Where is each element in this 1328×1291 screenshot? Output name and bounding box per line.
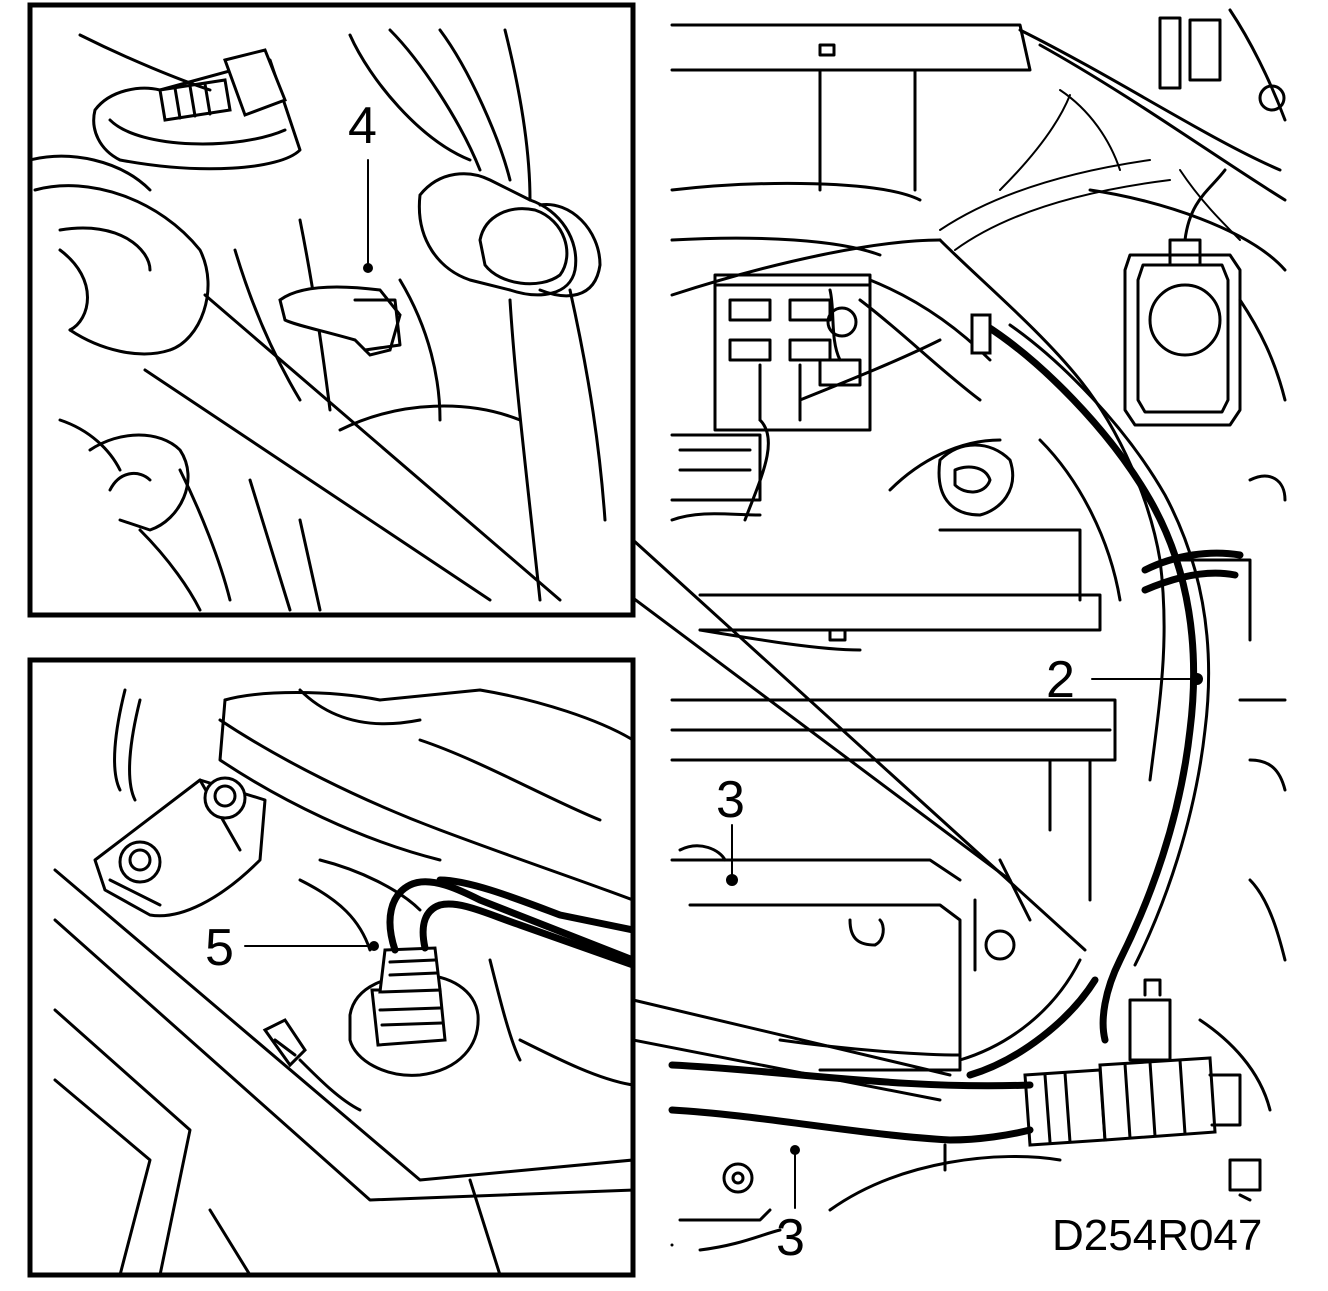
callout-4: 4 bbox=[348, 97, 377, 155]
detail-inset-clamp bbox=[27, 2, 636, 618]
callout-3-top: 3 bbox=[716, 771, 745, 829]
main-engine-view bbox=[668, 8, 1287, 1252]
callout-3-bottom: 3 bbox=[776, 1209, 805, 1267]
callout-2: 2 bbox=[1046, 651, 1075, 709]
projection-lines bbox=[631, 538, 1087, 952]
callout-5: 5 bbox=[205, 919, 234, 977]
detail-inset-sensor bbox=[27, 657, 636, 1278]
figure-reference-code: D254R047 bbox=[1052, 1211, 1263, 1260]
